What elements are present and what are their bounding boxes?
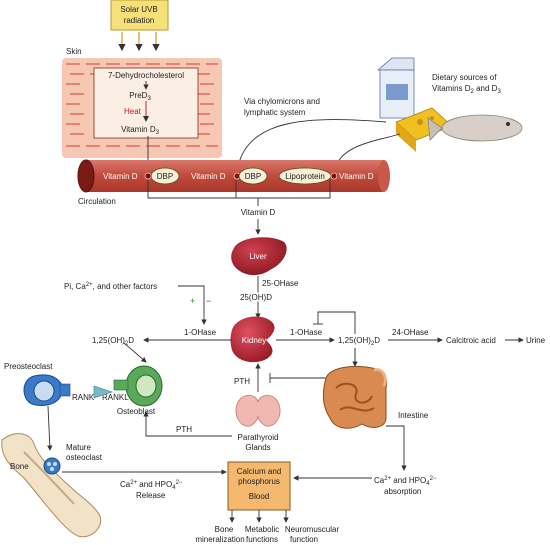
outcome-metabolic-line1: Metabolic	[245, 525, 279, 534]
pth-upper-label: PTH	[234, 377, 250, 386]
outcome-bone-line1: Bone	[215, 525, 234, 534]
skin-label: Skin	[66, 47, 82, 56]
kidney-right-product: 1,25(OH)2D	[338, 336, 380, 347]
rank-rankl-arrow	[93, 385, 113, 399]
outcome-bone-line2: mineralization	[195, 535, 244, 544]
chylomicron-label-line1: Via chylomicrons and	[244, 97, 320, 106]
mature-osteoclast-label-line1: Mature	[66, 443, 91, 452]
skin-step-vitd3: Vitamin D3	[121, 125, 160, 136]
preosteoclast-cell	[23, 374, 71, 406]
circulation-label: Circulation	[78, 197, 116, 206]
blood-calcium-box: Calcium and phosphorus Blood	[227, 461, 291, 511]
blood-box-line2: phosphorus	[238, 477, 280, 486]
mature-osteoclast-cell	[43, 457, 61, 475]
kidney-left-enzyme: 1-OHase	[184, 328, 217, 337]
enzyme-24-label: 24-OHase	[392, 328, 429, 337]
rank-label: RANK	[72, 393, 95, 402]
factors-label: Pi, Ca2+, and other factors	[64, 282, 157, 291]
lipoprotein-label: Lipoprotein	[285, 172, 325, 181]
release-label-line1: Ca2+ and HPO42−	[120, 480, 183, 491]
dbp-carrier-2	[238, 167, 268, 185]
skin-step-dehydro: 7-Dehydrocholesterol	[108, 71, 184, 80]
dbp-carrier-1	[150, 167, 180, 185]
chylomicron-label-line2: lymphatic system	[244, 108, 306, 117]
release-label-line2: Release	[136, 491, 166, 500]
kidney-label: Kidney	[242, 336, 266, 345]
dietary-label-line2: Vitamins D2 and D3	[432, 84, 501, 95]
skin-heat-label: Heat	[124, 107, 142, 116]
blood-box-line1: Calcium and	[237, 467, 281, 476]
dietary-food-illustration	[376, 57, 523, 152]
factors-minus-sign: −	[206, 296, 211, 306]
intestine-organ	[322, 365, 387, 429]
uvb-label-line2: radiation	[124, 16, 155, 25]
vitd-below-label: Vitamin D	[241, 208, 276, 217]
absorption-label-line1: Ca2+ and HPO42−	[374, 476, 437, 487]
rankl-label: RANKL	[102, 393, 129, 402]
circulation-vitd-1: Vitamin D	[103, 172, 138, 181]
osteoblast-label: Osteoblast	[117, 407, 156, 416]
uvb-arrows	[118, 32, 160, 52]
absorption-label-line2: absorption	[384, 487, 421, 496]
mature-osteoclast-label-line2: osteoclast	[66, 453, 103, 462]
liver-product-label: 25(OH)D	[240, 293, 272, 302]
blood-box-line3: Blood	[249, 492, 269, 501]
preosteoclast-label: Preosteoclast	[4, 362, 53, 371]
uvb-box: Solar UVB radiation	[110, 0, 169, 31]
uvb-label-line1: Solar UVB	[120, 5, 157, 14]
outcome-neuro-line2: function	[290, 535, 318, 544]
parathyroid-label-line1: Parathyroid	[238, 433, 279, 442]
kidney-left-product: 1,25(OH)2D	[92, 336, 134, 347]
circulation-vitd-3: Vitamin D	[339, 172, 374, 181]
dietary-label-line1: Dietary sources of	[432, 73, 497, 82]
bone-illustration	[1, 433, 102, 538]
urine-label: Urine	[526, 336, 546, 345]
kidney-organ	[230, 316, 275, 363]
skin-step-pred3: PreD3	[129, 91, 151, 102]
parathyroid-glands	[235, 394, 281, 427]
parathyroid-label-line2: Glands	[245, 443, 270, 452]
bone-label: Bone	[10, 462, 29, 471]
factors-plus-sign: +	[190, 296, 195, 306]
liver-organ	[231, 237, 287, 276]
outcome-neuro-line1: Neuromuscular	[285, 525, 340, 534]
liver-label: Liver	[249, 252, 267, 261]
pth-lower-label: PTH	[176, 425, 192, 434]
intestine-label: Intestine	[398, 411, 429, 420]
osteoblast-cell	[113, 365, 163, 407]
kidney-right-enzyme: 1-OHase	[290, 328, 323, 337]
liver-enzyme-label: 25-OHase	[262, 279, 299, 288]
circulation-vitd-2: Vitamin D	[191, 172, 226, 181]
calcitroic-acid-label: Calcitroic acid	[446, 336, 496, 345]
dbp-label-2: DBP	[245, 172, 261, 181]
dbp-label-1: DBP	[157, 172, 173, 181]
outcome-metabolic-line2: functions	[246, 535, 278, 544]
